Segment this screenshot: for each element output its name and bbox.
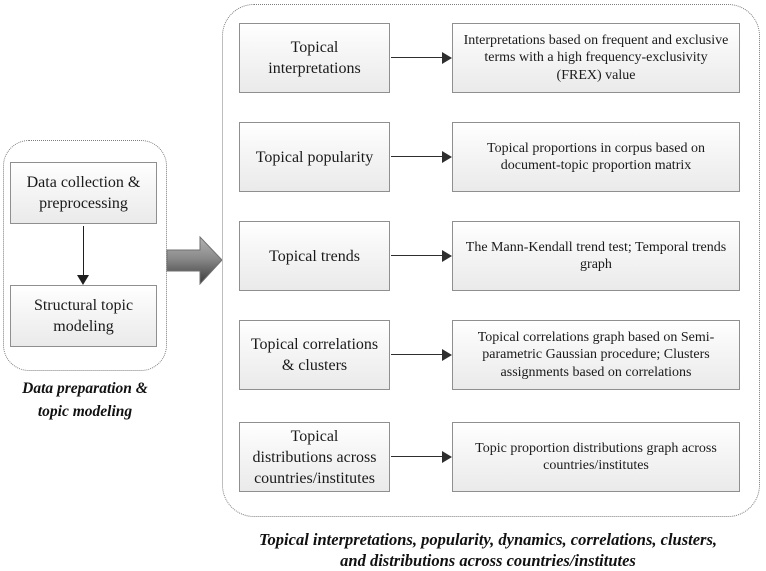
row-arrow bbox=[391, 52, 452, 64]
step-label-structural-topic-modeling: Structural topic modeling bbox=[33, 297, 134, 335]
bottom-panel-caption: Topical interpretations, popularity, dyn… bbox=[210, 529, 766, 571]
row-arrow-line bbox=[391, 57, 443, 58]
row-label: Topical trends bbox=[269, 247, 360, 265]
label-box-topical-distributions: Topical distributions across countries/i… bbox=[239, 422, 390, 492]
row-arrow-line bbox=[391, 255, 443, 256]
row-arrow bbox=[391, 451, 452, 463]
row-arrow-head-icon bbox=[442, 250, 452, 262]
desc-box-topical-distributions: Topic proportion distributions graph acr… bbox=[452, 422, 740, 492]
row-arrow bbox=[391, 250, 452, 262]
row-description: Topical proportions in corpus based on d… bbox=[487, 140, 705, 174]
big-right-arrow-icon bbox=[166, 235, 223, 286]
bottom-caption-line-1: Topical interpretations, popularity, dyn… bbox=[258, 530, 718, 549]
desc-box-topical-trends: The Mann-Kendall trend test; Temporal tr… bbox=[452, 221, 740, 291]
row-label: Topical correlations & clusters bbox=[250, 336, 379, 374]
row-arrow-line bbox=[391, 156, 443, 157]
row-description: Interpretations based on frequent and ex… bbox=[463, 32, 729, 83]
row-description: Topical correlations graph based on Semi… bbox=[477, 329, 715, 380]
left-panel-caption: Data preparation & topic modeling bbox=[0, 377, 170, 423]
row-arrow-head-icon bbox=[442, 451, 452, 463]
topical-analysis-panel bbox=[222, 4, 760, 517]
label-box-topical-correlations-clusters: Topical correlations & clusters bbox=[239, 320, 390, 390]
row-description: The Mann-Kendall trend test; Temporal tr… bbox=[465, 239, 727, 273]
down-arrow-line bbox=[83, 226, 84, 275]
label-box-topical-popularity: Topical popularity bbox=[239, 122, 390, 192]
row-arrow bbox=[391, 151, 452, 163]
row-arrow-head-icon bbox=[442, 52, 452, 64]
bottom-caption-line-2: and distributions across countries/insti… bbox=[340, 551, 636, 570]
row-arrow-line bbox=[391, 456, 443, 457]
desc-box-topical-popularity: Topical proportions in corpus based on d… bbox=[452, 122, 740, 192]
desc-box-topical-correlations-clusters: Topical correlations graph based on Semi… bbox=[452, 320, 740, 390]
step-label-data-collection: Data collection & preprocessing bbox=[26, 174, 141, 212]
down-arrow bbox=[77, 226, 90, 285]
left-caption-line-2: topic modeling bbox=[37, 403, 133, 420]
row-label: Topical distributions across countries/i… bbox=[252, 427, 377, 487]
step-box-data-collection: Data collection & preprocessing bbox=[10, 162, 157, 224]
step-box-structural-topic-modeling: Structural topic modeling bbox=[10, 285, 157, 347]
row-arrow-head-icon bbox=[442, 349, 452, 361]
down-arrow-head-icon bbox=[77, 275, 89, 285]
label-box-topical-trends: Topical trends bbox=[239, 221, 390, 291]
left-caption-line-1: Data preparation & bbox=[22, 380, 148, 397]
row-label: Topical popularity bbox=[255, 148, 374, 166]
row-arrow-line bbox=[391, 354, 443, 355]
label-box-topical-interpretations: Topical interpretations bbox=[239, 23, 390, 93]
row-arrow-head-icon bbox=[442, 151, 452, 163]
row-description: Topic proportion distributions graph acr… bbox=[475, 440, 717, 474]
row-arrow bbox=[391, 349, 452, 361]
desc-box-topical-interpretations: Interpretations based on frequent and ex… bbox=[452, 23, 740, 93]
row-label: Topical interpretations bbox=[268, 39, 361, 77]
